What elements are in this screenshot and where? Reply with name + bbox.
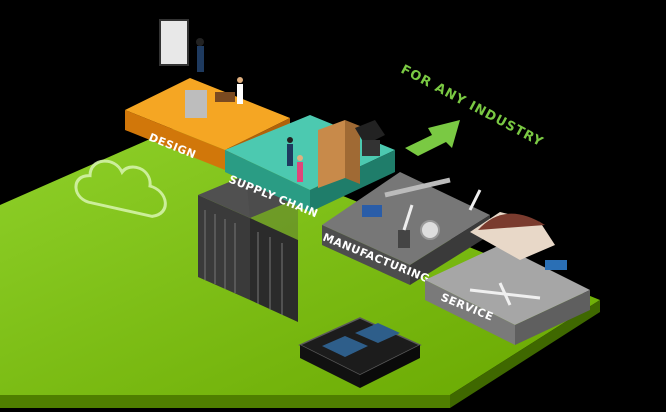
green-platform xyxy=(0,128,600,408)
station-supply-chain xyxy=(225,115,395,212)
station-service xyxy=(425,212,590,345)
station-manufacturing xyxy=(322,172,490,285)
gpu-chip-icon xyxy=(298,317,422,388)
arrow-up-right-icon xyxy=(405,120,460,156)
server-rack-icon xyxy=(198,175,298,322)
cloud-icon xyxy=(74,159,167,218)
tagline: FOR ANY INDUSTRY xyxy=(398,62,546,150)
